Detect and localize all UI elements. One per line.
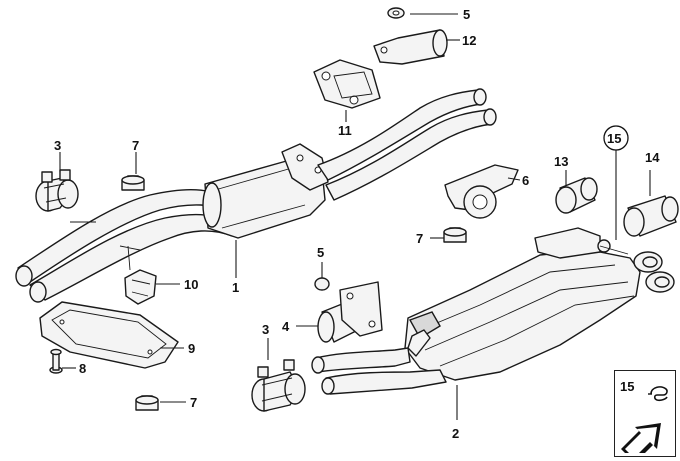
- callout-7-top: 7: [132, 138, 139, 153]
- callout-6: 6: [522, 173, 529, 188]
- callout-15-circle: [603, 125, 629, 151]
- callout-3-upper: 3: [54, 138, 61, 153]
- callout-13: 13: [554, 154, 568, 169]
- support-bracket-6: [444, 164, 519, 219]
- rear-silencer-assembly: [311, 227, 675, 395]
- rubber-mount-7-bottom: [135, 395, 159, 411]
- callout-15: 15: [607, 131, 621, 146]
- callout-4: 4: [282, 319, 290, 334]
- leader-lines: [59, 13, 651, 420]
- nut-5-top: [387, 7, 405, 19]
- rubber-mount-7-top: [121, 175, 145, 191]
- callout-2: 2: [452, 426, 459, 441]
- front-pipe-assembly: [15, 88, 497, 303]
- rubber-mount-7-mid: [443, 227, 467, 243]
- bolt-8: [49, 348, 63, 374]
- callout-1: 1: [232, 280, 239, 295]
- callout-8: 8: [79, 361, 86, 376]
- tailpipe-tip-13: [555, 177, 598, 214]
- tailpipe-tip-14: [623, 195, 679, 237]
- callout-10: 10: [184, 277, 198, 292]
- pipe-12: [373, 29, 448, 65]
- callout-5-top: 5: [463, 7, 470, 22]
- callout-12: 12: [462, 33, 476, 48]
- callout-5-mid: 5: [317, 245, 324, 260]
- callout-7-mid: 7: [416, 231, 423, 246]
- clip-icon: [648, 386, 668, 402]
- gasket-11: [313, 59, 381, 109]
- heat-shield-9: [39, 301, 179, 369]
- callout-3-lower: 3: [262, 322, 269, 337]
- clamp-3-upper: [35, 169, 79, 212]
- clamp-3-lower: [251, 359, 306, 412]
- connecting-pipe-4: [314, 277, 383, 343]
- callout-14: 14: [645, 150, 660, 165]
- direction-arrow-icon: [621, 423, 661, 453]
- legend-number: 15: [620, 379, 635, 394]
- callout-7-bottom: 7: [190, 395, 197, 410]
- legend-box: 15: [614, 370, 676, 457]
- callout-9: 9: [188, 341, 195, 356]
- rubber-mount-10: [124, 245, 157, 305]
- callout-11: 11: [338, 123, 352, 138]
